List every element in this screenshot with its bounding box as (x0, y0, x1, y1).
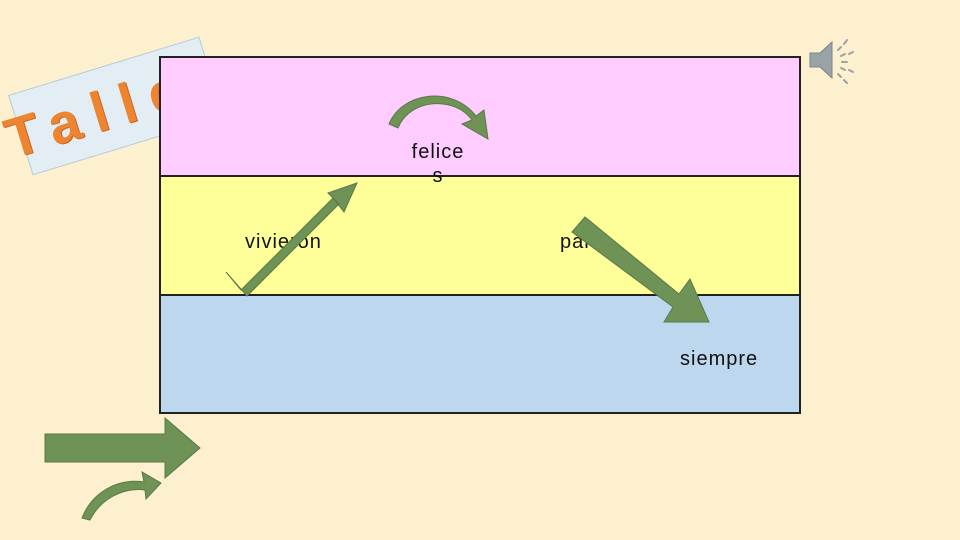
arrow-curved-bottom (81, 471, 162, 521)
word-siempre: siempre (680, 348, 759, 370)
arrow-right-big (44, 416, 201, 480)
word-felices: felice s (411, 141, 465, 187)
word-para: para (560, 231, 605, 253)
band-top (161, 58, 799, 177)
speaker-icon[interactable] (806, 36, 858, 84)
word-vivieron: vivieron (245, 231, 322, 253)
